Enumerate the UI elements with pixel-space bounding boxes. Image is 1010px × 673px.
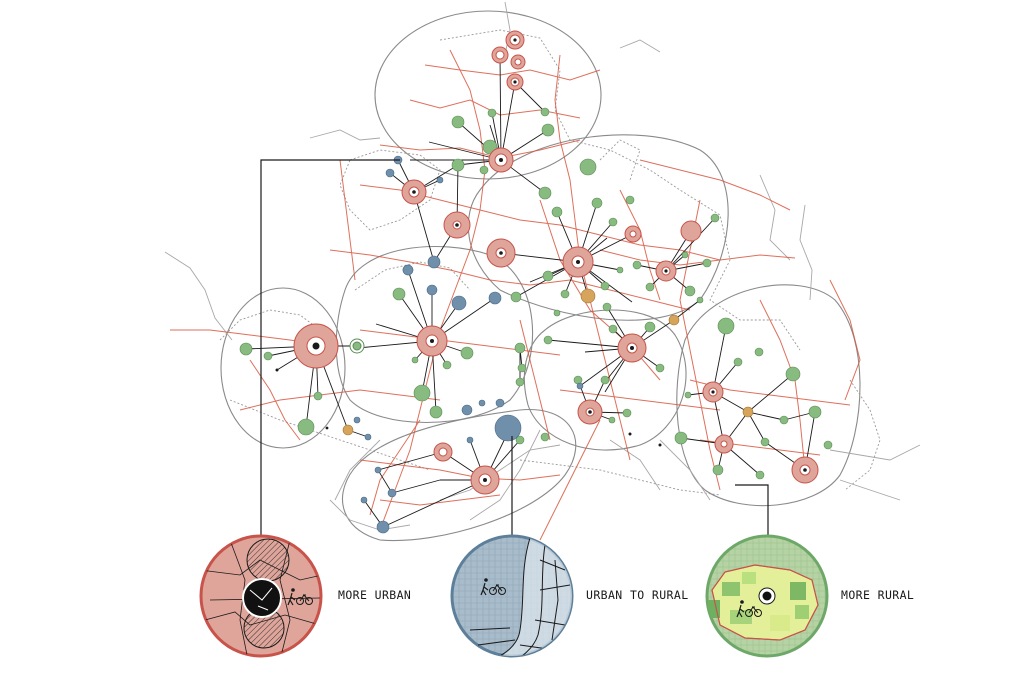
cluster-west: [220, 287, 346, 449]
cluster-center: [335, 246, 534, 424]
cluster-boundaries: [220, 10, 861, 542]
inset-more-rural: [705, 534, 829, 658]
walking-person-icon: [736, 600, 745, 618]
leader-urban: [260, 159, 400, 536]
cluster-southeast: [676, 284, 861, 507]
cluster-south-center: [523, 309, 687, 451]
hub-north-2: [491, 46, 509, 64]
hub-east-1: [624, 225, 642, 243]
network-edges: [245, 54, 816, 528]
label-urban-to-rural: URBAN TO RURAL: [586, 588, 689, 602]
hub-southeast-2: [714, 434, 734, 454]
cluster-south: [342, 409, 577, 542]
cluster-north: [374, 10, 602, 180]
walking-person-icon: [480, 578, 489, 596]
inset-urban-to-rural: [450, 534, 574, 658]
walking-person-icon: [287, 588, 296, 606]
cluster-east: [467, 134, 729, 321]
green-nodes: [239, 107, 833, 480]
hub-north-3: [510, 54, 526, 70]
admin-boundaries: [219, 29, 881, 496]
label-more-urban: MORE URBAN: [338, 588, 412, 602]
hub-south-1: [433, 442, 453, 462]
hub-west-ring: [349, 338, 365, 354]
bicycle-icon: [745, 606, 762, 617]
leader-lines: [260, 159, 769, 536]
hub-east-2: [680, 220, 702, 242]
bicycle-icon: [296, 594, 313, 605]
hub-centers: [275, 38, 807, 482]
orange-nodes: [342, 288, 754, 436]
bicycle-icon: [489, 584, 506, 595]
label-more-rural: MORE RURAL: [841, 588, 915, 602]
inset-more-urban: [199, 534, 323, 658]
grey-roads: [164, 1, 921, 531]
leader-rural: [735, 484, 769, 536]
urban-hubs: [293, 30, 819, 495]
blue-nodes: [353, 155, 584, 534]
